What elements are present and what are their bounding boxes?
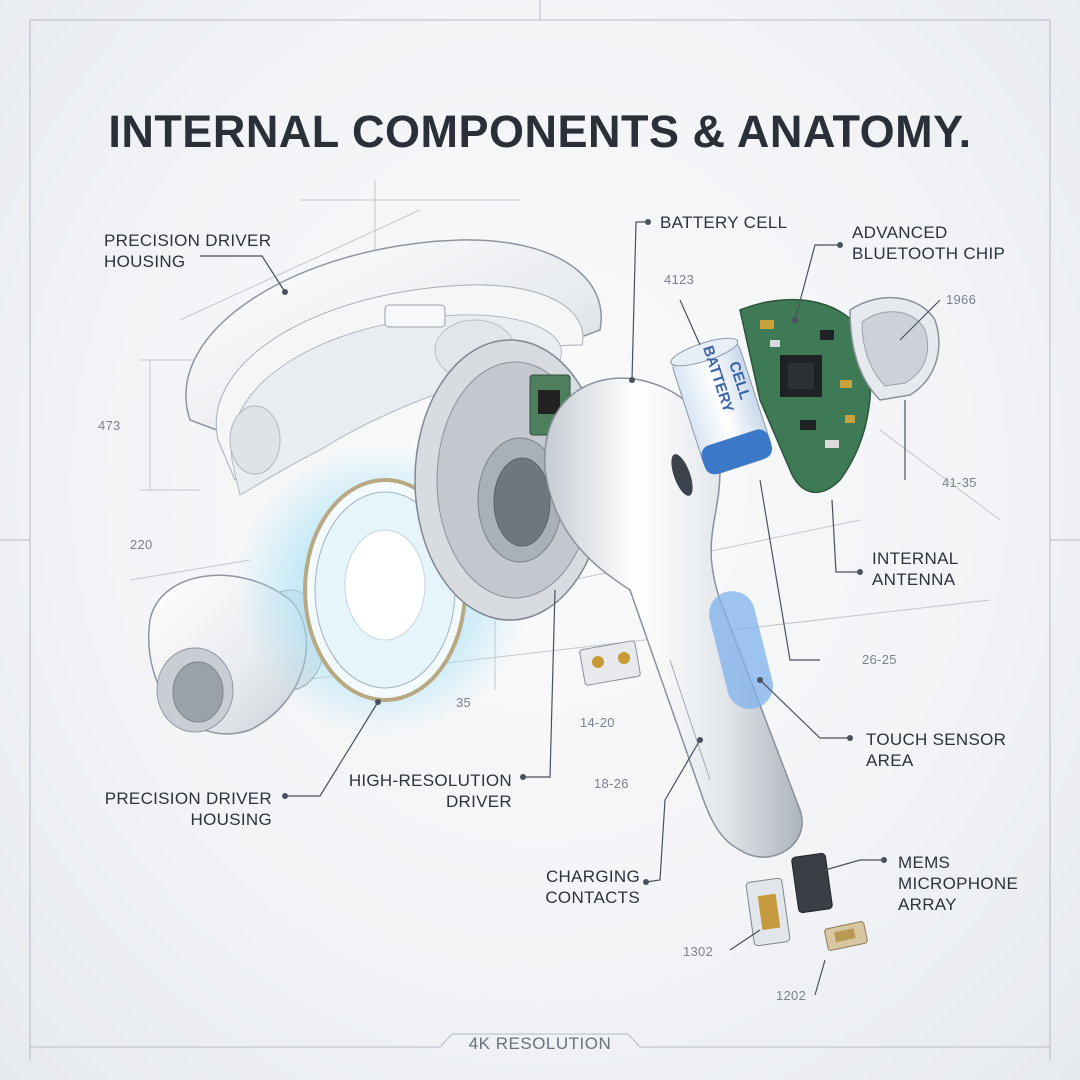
label-line: HOUSING [190, 810, 272, 829]
label-line: PRECISION DRIVER [104, 789, 272, 808]
label-line: BATTERY CELL [660, 213, 788, 232]
mems-microphone-2 [791, 852, 833, 914]
dimension-41-35: 41-35 [942, 475, 977, 490]
label-line: MEMS [898, 853, 951, 872]
mems-microphone-3 [824, 921, 868, 951]
label-touch-sensor: TOUCH SENSOR AREA [866, 729, 1006, 771]
charging-contacts [579, 640, 641, 686]
label-line: PRECISION DRIVER [104, 231, 272, 250]
dimension-4123: 4123 [664, 272, 695, 287]
label-line: MICROPHONE [898, 874, 1019, 893]
dimension-18-26: 18-26 [594, 776, 629, 791]
label-line: HOUSING [104, 252, 186, 271]
dimension-1966: 1966 [946, 292, 977, 307]
dimension-220: 220 [130, 537, 153, 552]
label-charging-contacts: CHARGING CONTACTS [480, 866, 640, 908]
label-line: CHARGING [545, 867, 640, 886]
dimension-1302: 1302 [683, 944, 714, 959]
footer-resolution: 4K RESOLUTION [468, 1034, 612, 1053]
label-bluetooth-chip: ADVANCED BLUETOOTH CHIP [852, 222, 1005, 264]
label-hi-res-driver: HIGH-RESOLUTION DRIVER [320, 770, 512, 812]
label-mems-microphone: MEMS MICROPHONE ARRAY [898, 852, 1018, 915]
dimension-35: 35 [456, 695, 472, 710]
label-line: DRIVER [445, 792, 512, 811]
label-line: BLUETOOTH CHIP [852, 244, 1006, 263]
leader-lines [200, 221, 941, 996]
label-line: TOUCH SENSOR [866, 730, 1007, 749]
label-housing-bottom: PRECISION DRIVER HOUSING [90, 788, 272, 830]
dimension-14-20: 14-20 [580, 715, 615, 730]
battery-cell: BATTERY CELL [670, 337, 773, 475]
page-title: INTERNAL COMPONENTS & ANATOMY. [108, 106, 972, 157]
mems-microphone-1 [745, 877, 791, 947]
leader-dots [282, 219, 887, 885]
label-battery-cell: BATTERY CELL [660, 212, 787, 233]
label-line: ADVANCED [852, 223, 948, 242]
label-line: ARRAY [898, 895, 957, 914]
dimension-26-25: 26-25 [862, 652, 897, 667]
dimension-1202: 1202 [776, 988, 807, 1003]
label-internal-antenna: INTERNAL ANTENNA [872, 548, 958, 590]
earbud-body [544, 377, 803, 858]
label-line: HIGH-RESOLUTION [348, 771, 512, 790]
bluetooth-pcb [739, 298, 872, 494]
label-housing-top: PRECISION DRIVER HOUSING [104, 230, 271, 272]
label-line: ANTENNA [872, 570, 956, 589]
label-line: INTERNAL [872, 549, 959, 568]
label-line: AREA [866, 751, 914, 770]
label-line: CONTACTS [545, 888, 640, 907]
dimension-473: 473 [98, 418, 121, 433]
